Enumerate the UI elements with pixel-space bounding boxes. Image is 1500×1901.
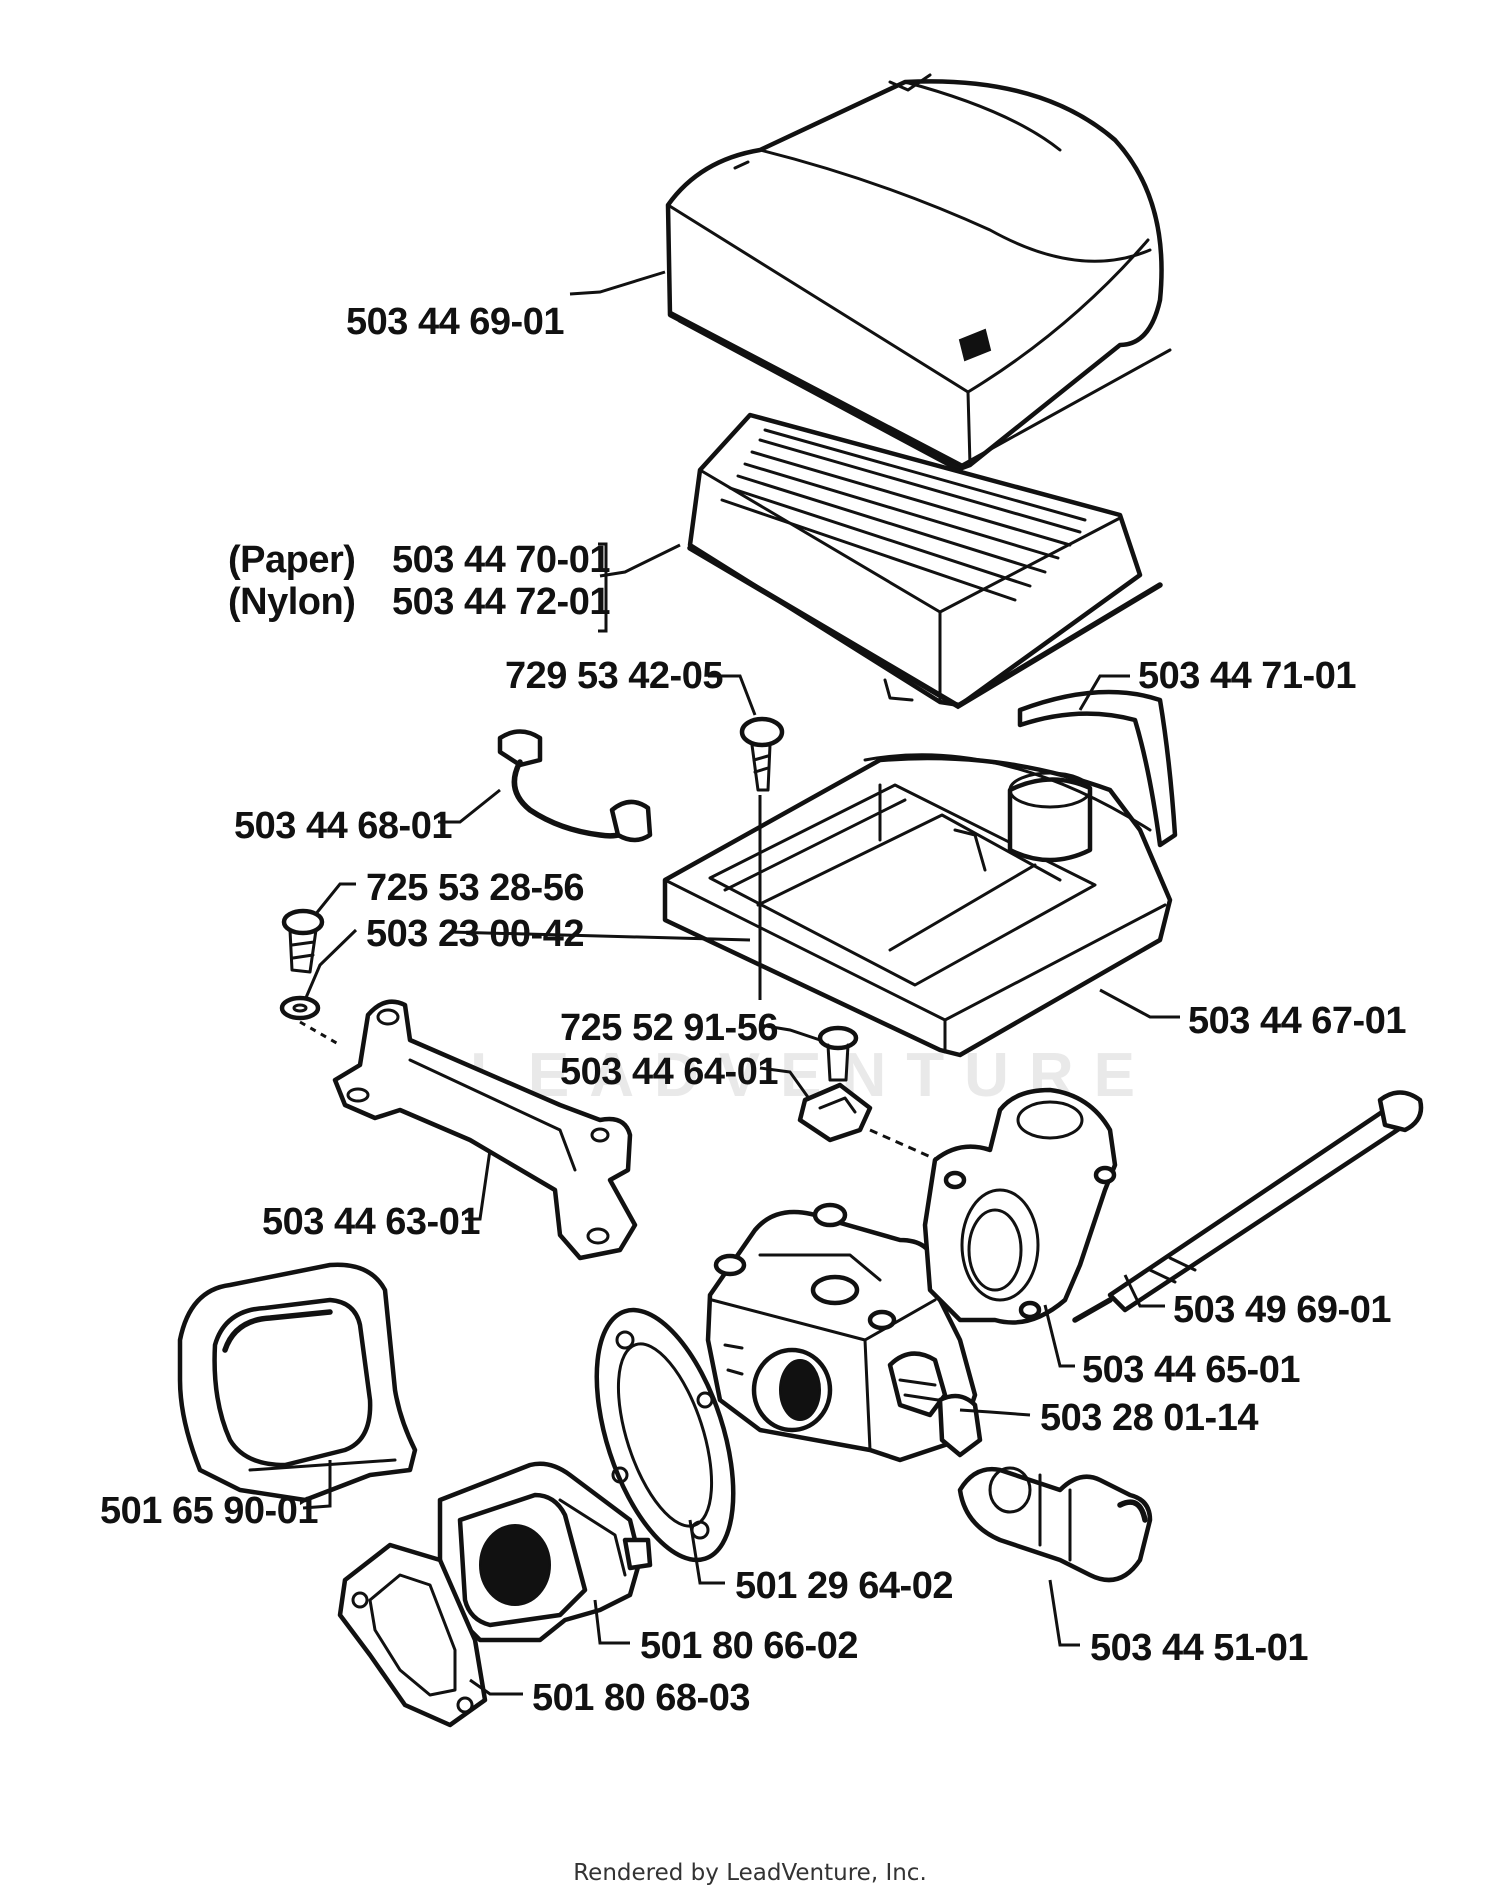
part-label-long-bolt: 503 49 69-01 bbox=[1173, 1289, 1391, 1331]
part-label-bracket: 503 44 63-01 bbox=[262, 1201, 480, 1243]
gasket-strip bbox=[1017, 689, 1178, 848]
screw-washer bbox=[279, 908, 341, 1047]
leader-lines bbox=[302, 270, 1180, 1696]
part-label-air-filter-cover: 503 44 69-01 bbox=[346, 301, 564, 343]
choke-assembly bbox=[957, 1466, 1153, 1583]
carburetor bbox=[705, 1202, 983, 1463]
part-label-paper-filter: 503 44 70-01 bbox=[392, 539, 610, 581]
part-label-clip: 503 44 64-01 bbox=[560, 1051, 778, 1093]
intake-spacer bbox=[437, 1461, 653, 1643]
air-filter-cover bbox=[665, 73, 1172, 473]
part-label-gasket-strip: 503 44 71-01 bbox=[1138, 655, 1356, 697]
nylon-filter-type-label: (Nylon) bbox=[228, 581, 356, 623]
flange-gasket bbox=[337, 1542, 488, 1728]
part-label-nylon-filter: 503 44 72-01 bbox=[392, 581, 610, 623]
part-label-adapter: 503 44 65-01 bbox=[1082, 1349, 1300, 1391]
hose-clip bbox=[497, 729, 653, 843]
paper-filter-type-label: (Paper) bbox=[228, 539, 356, 581]
air-filter-base bbox=[662, 753, 1173, 1058]
part-label-screw-top: 729 53 42-05 bbox=[505, 655, 723, 697]
carburetor-adapter bbox=[922, 1087, 1118, 1325]
part-label-carb-gasket: 501 29 64-02 bbox=[735, 1565, 953, 1607]
air-filter-element bbox=[687, 412, 1163, 710]
part-label-choke: 503 44 51-01 bbox=[1090, 1627, 1308, 1669]
small-screw-clip bbox=[797, 1025, 961, 1172]
intake-boot bbox=[177, 1262, 418, 1503]
part-label-hose-clip: 503 44 68-01 bbox=[234, 805, 452, 847]
long-bolt bbox=[1072, 1090, 1424, 1323]
part-label-small-screw: 725 52 91-56 bbox=[560, 1007, 778, 1049]
carb-gasket bbox=[594, 1307, 736, 1563]
part-label-screw: 725 53 28-56 bbox=[366, 867, 584, 909]
part-label-air-filter-base: 503 44 67-01 bbox=[1188, 1000, 1406, 1042]
part-label-carburetor: 503 28 01-14 bbox=[1040, 1397, 1258, 1439]
part-label-intake-spacer: 501 80 66-02 bbox=[640, 1625, 858, 1667]
part-label-flange-gasket: 501 80 68-03 bbox=[532, 1677, 750, 1719]
part-label-washer: 503 23 00-42 bbox=[366, 913, 584, 955]
footer-credit: Rendered by LeadVenture, Inc. bbox=[573, 1860, 927, 1886]
bracket bbox=[332, 999, 638, 1261]
screw-top bbox=[739, 716, 785, 1000]
part-label-intake-boot: 501 65 90-01 bbox=[100, 1490, 318, 1532]
